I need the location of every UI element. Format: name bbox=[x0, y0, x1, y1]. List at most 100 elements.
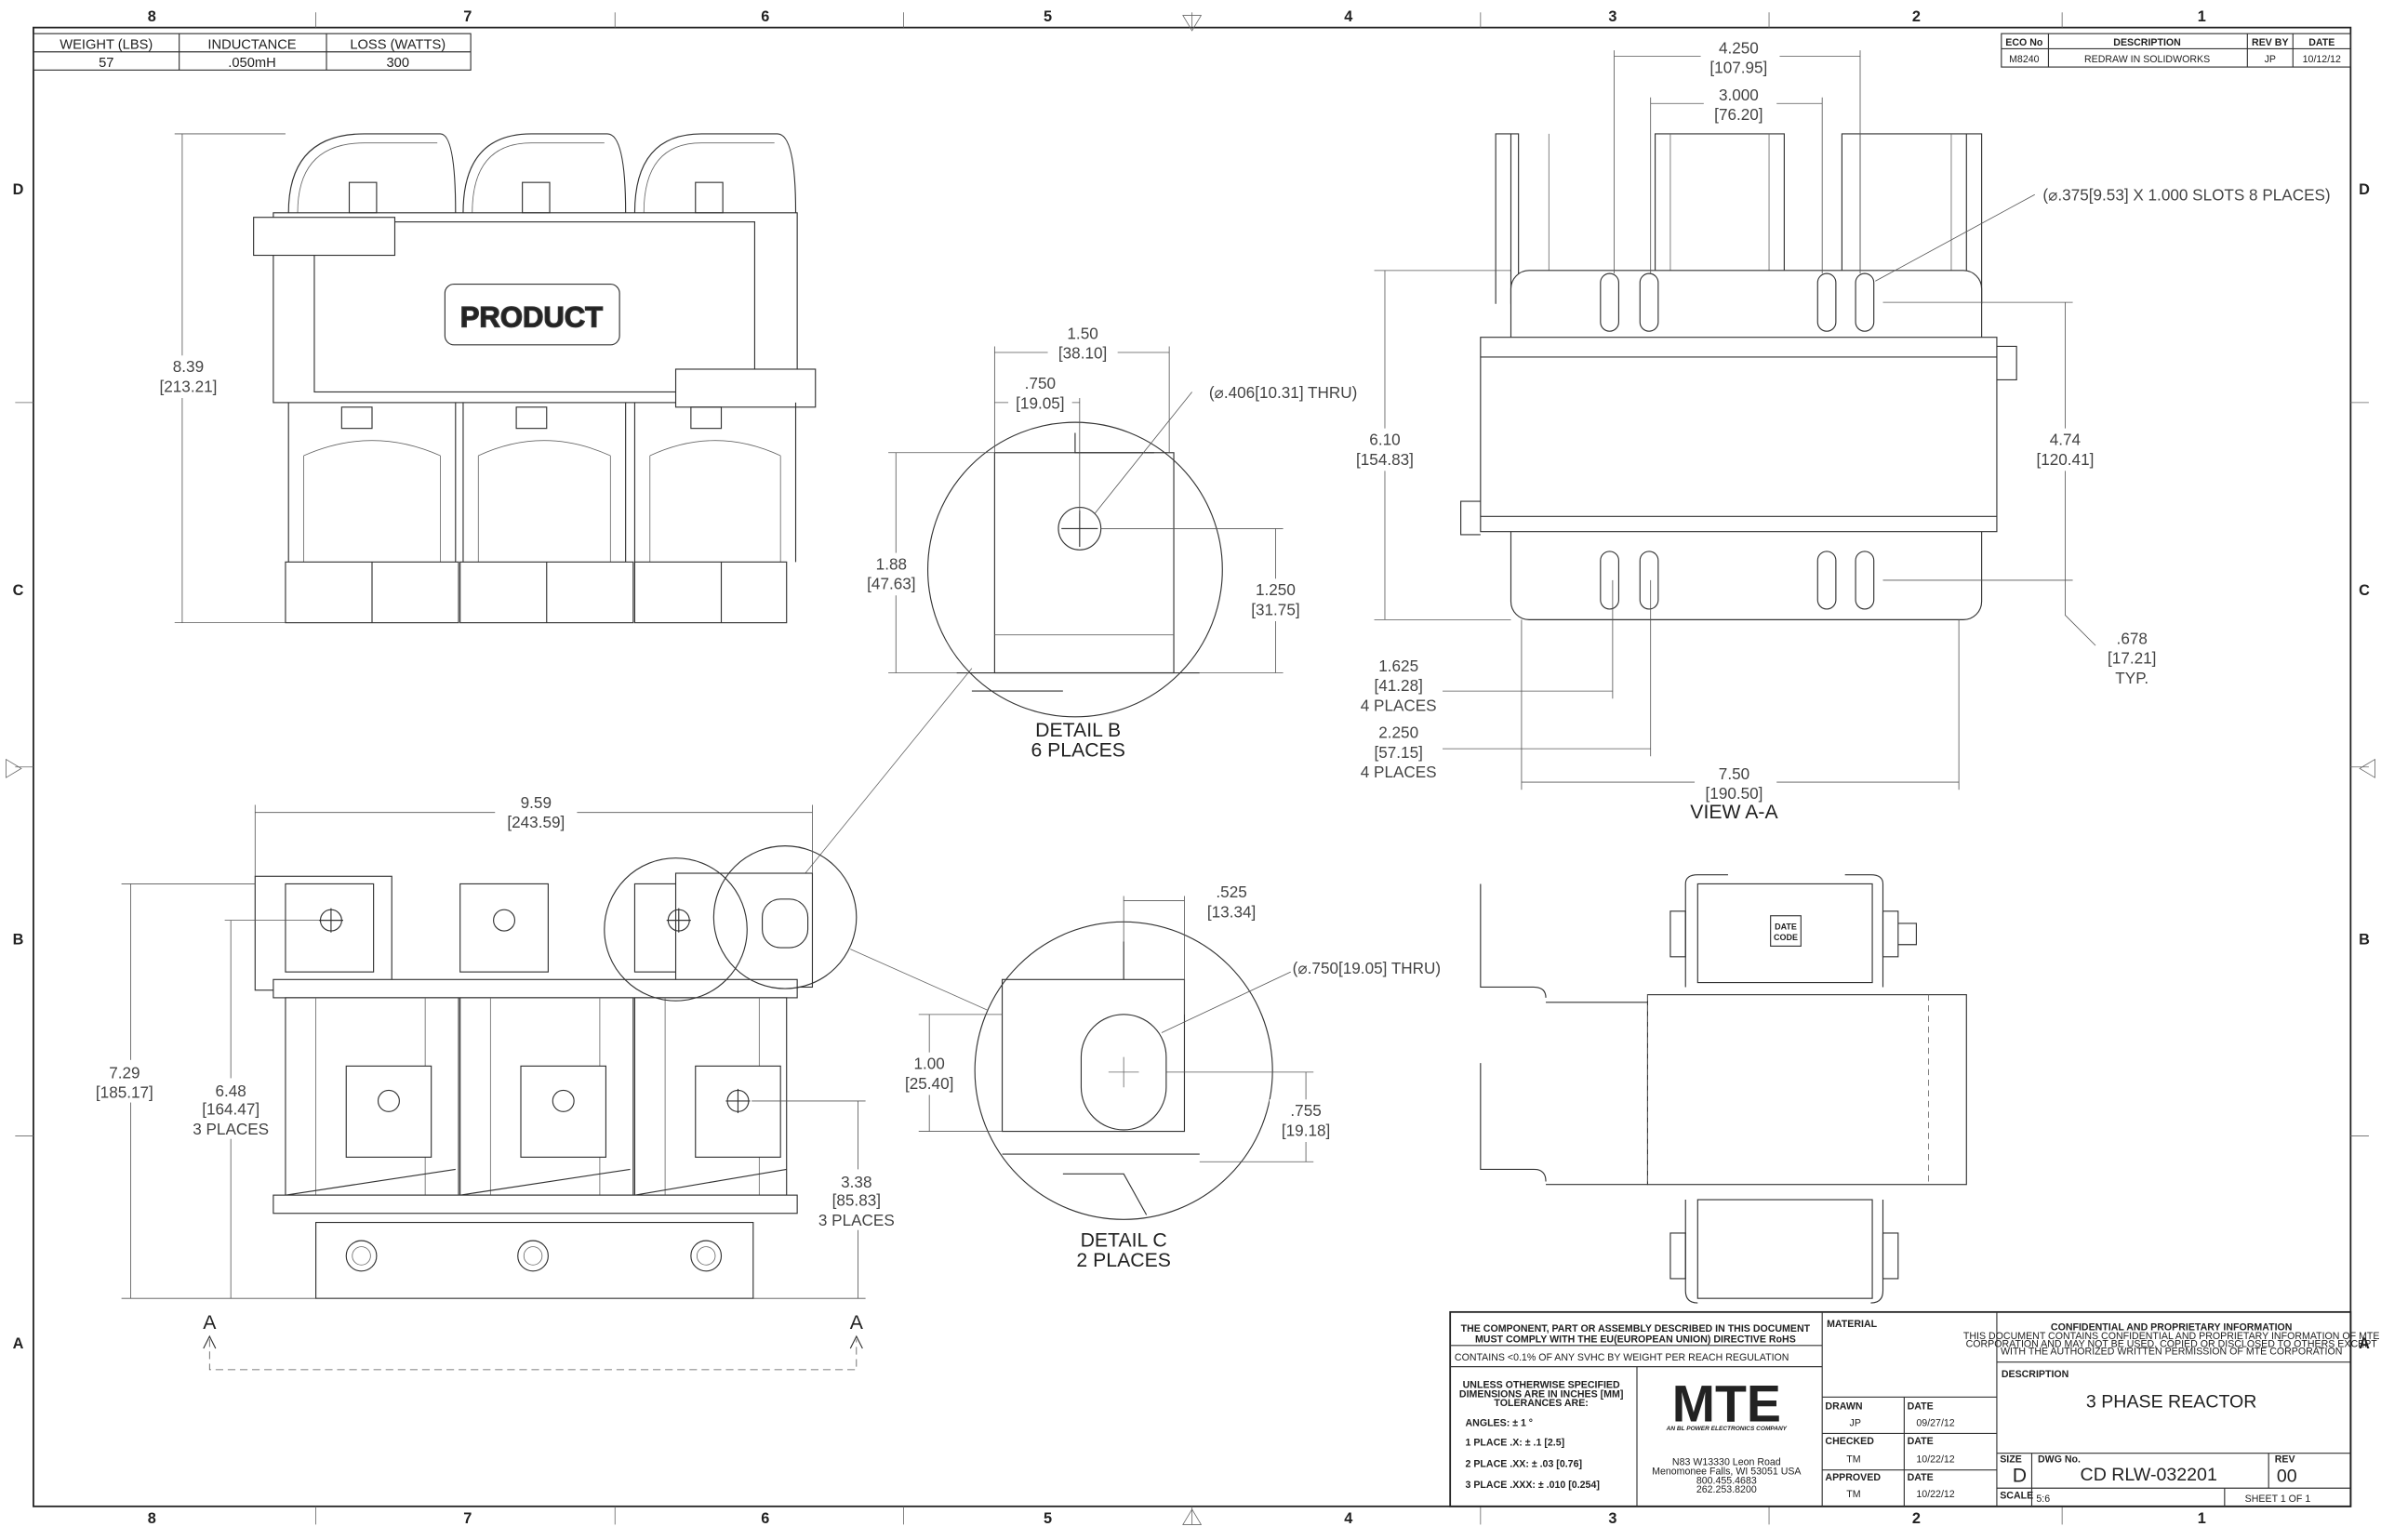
svg-text:REDRAW IN SOLIDWORKS: REDRAW IN SOLIDWORKS bbox=[2084, 54, 2210, 65]
detail-b-leader bbox=[774, 668, 973, 912]
section-line-a-a: A A bbox=[203, 1312, 864, 1371]
product-label: PRODUCT bbox=[460, 300, 603, 333]
svg-text:.755: .755 bbox=[1290, 1101, 1321, 1120]
svg-text:(⌀.750[19.05] THRU): (⌀.750[19.05] THRU) bbox=[1293, 959, 1441, 977]
svg-text:C: C bbox=[2359, 582, 2370, 599]
zone-ticks bbox=[6, 12, 2375, 1525]
svg-text:N83 W13330 Leon Road: N83 W13330 Leon Road bbox=[1672, 1457, 1781, 1468]
svg-text:D: D bbox=[13, 181, 24, 198]
svg-text:3.38: 3.38 bbox=[841, 1173, 871, 1191]
svg-text:[38.10]: [38.10] bbox=[1058, 344, 1107, 363]
svg-text:[164.47]: [164.47] bbox=[202, 1100, 259, 1119]
svg-text:[47.63]: [47.63] bbox=[867, 575, 915, 593]
detail-c: DETAIL C2 PLACES .525[13.34] (⌀.750[19.0… bbox=[896, 881, 1441, 1271]
slots bbox=[1600, 272, 1875, 610]
svg-text:2 PLACES: 2 PLACES bbox=[1076, 1250, 1170, 1271]
svg-text:300: 300 bbox=[386, 56, 409, 71]
svg-text:D: D bbox=[2013, 1466, 2027, 1487]
svg-text:8: 8 bbox=[148, 8, 156, 25]
svg-text:(⌀.375[9.53] X 1.000 SLOTS 8 P: (⌀.375[9.53] X 1.000 SLOTS 8 PLACES) bbox=[2042, 186, 2330, 205]
svg-text:ANGLES: ± 1 °: ANGLES: ± 1 ° bbox=[1466, 1417, 1534, 1428]
svg-text:REV BY: REV BY bbox=[2252, 37, 2289, 48]
svg-text:DETAIL C: DETAIL C bbox=[1081, 1230, 1167, 1252]
svg-text:5: 5 bbox=[1044, 8, 1052, 25]
view-a-a: VIEW A-A 4.250[107.95] 3.000[76.20] (⌀.3… bbox=[1348, 38, 2331, 823]
svg-text:3 PHASE REACTOR: 3 PHASE REACTOR bbox=[2086, 1392, 2257, 1413]
svg-text:2: 2 bbox=[1912, 8, 1921, 25]
svg-text:1.00: 1.00 bbox=[914, 1055, 945, 1073]
svg-text:3 PLACE .XXX: ± .010 [0.254]: 3 PLACE .XXX: ± .010 [0.254] bbox=[1466, 1480, 1600, 1491]
front-view: PRODUCT bbox=[253, 133, 817, 624]
svg-text:CHECKED: CHECKED bbox=[1825, 1436, 1874, 1447]
svg-text:[76.20]: [76.20] bbox=[1714, 105, 1762, 124]
svg-text:WEIGHT (LBS): WEIGHT (LBS) bbox=[60, 37, 153, 52]
svg-text:C: C bbox=[13, 582, 24, 599]
svg-text:DATE: DATE bbox=[1775, 922, 1797, 931]
svg-text:7: 7 bbox=[463, 1510, 472, 1527]
svg-text:.525: .525 bbox=[1216, 883, 1246, 901]
svg-text:262.253.8200: 262.253.8200 bbox=[1696, 1484, 1757, 1495]
svg-text:WITH THE AUTHORIZED WRITTEN PE: WITH THE AUTHORIZED WRITTEN PERMISSION O… bbox=[2001, 1347, 2342, 1358]
svg-text:DIMENSIONS ARE IN INCHES [MM]: DIMENSIONS ARE IN INCHES [MM] bbox=[1459, 1388, 1623, 1400]
svg-text:ECO No: ECO No bbox=[2005, 37, 2043, 48]
svg-text:DATE: DATE bbox=[1908, 1472, 1934, 1483]
svg-text:57: 57 bbox=[99, 56, 113, 71]
side-view bbox=[254, 845, 858, 1299]
svg-text:THE COMPONENT, PART OR ASSEMBL: THE COMPONENT, PART OR ASSEMBLY DESCRIBE… bbox=[1461, 1323, 1811, 1334]
svg-text:[25.40]: [25.40] bbox=[905, 1074, 953, 1093]
svg-text:DATE: DATE bbox=[1908, 1436, 1934, 1447]
svg-text:4.74: 4.74 bbox=[2050, 431, 2082, 449]
svg-text:A: A bbox=[2359, 1335, 2370, 1352]
mte-logo: MTE bbox=[1672, 1374, 1781, 1432]
svg-text:B: B bbox=[13, 932, 24, 949]
svg-text:D: D bbox=[2359, 181, 2370, 198]
svg-text:4: 4 bbox=[1344, 8, 1352, 25]
svg-text:1.625: 1.625 bbox=[1378, 657, 1418, 675]
svg-text:SHEET 1 OF 1: SHEET 1 OF 1 bbox=[2245, 1494, 2311, 1505]
svg-text:A: A bbox=[203, 1312, 217, 1334]
svg-text:[19.18]: [19.18] bbox=[1282, 1121, 1330, 1139]
svg-text:CORPORATION AND MAY NOT BE USE: CORPORATION AND MAY NOT BE USED, COPIED … bbox=[1966, 1338, 2378, 1349]
end-view: DATE CODE bbox=[1480, 874, 1967, 1304]
svg-text:TOLERANCES ARE:: TOLERANCES ARE: bbox=[1494, 1398, 1588, 1409]
svg-text:SCALE: SCALE bbox=[2000, 1491, 2033, 1502]
svg-text:CONFIDENTIAL AND PROPRIETARY I: CONFIDENTIAL AND PROPRIETARY INFORMATION bbox=[2051, 1321, 2293, 1333]
svg-text:.050mH: .050mH bbox=[228, 56, 275, 71]
svg-text:[185.17]: [185.17] bbox=[96, 1083, 153, 1102]
svg-text:8: 8 bbox=[148, 1510, 156, 1527]
svg-text:4.250: 4.250 bbox=[1719, 38, 1759, 57]
svg-text:4: 4 bbox=[1344, 1510, 1352, 1527]
svg-text:3.000: 3.000 bbox=[1719, 86, 1759, 104]
svg-text:00: 00 bbox=[2277, 1467, 2297, 1487]
svg-text:[85.83]: [85.83] bbox=[832, 1191, 881, 1210]
svg-text:6.48: 6.48 bbox=[215, 1082, 246, 1100]
svg-text:6 PLACES: 6 PLACES bbox=[1031, 739, 1124, 761]
dim-side: 9.59[243.59] 7.29[185.17] 6.48[164.47]3 … bbox=[90, 790, 899, 1299]
svg-text:800.455.4683: 800.455.4683 bbox=[1696, 1475, 1757, 1486]
svg-text:4 PLACES: 4 PLACES bbox=[1361, 763, 1437, 781]
dim-front-height: 8.39[213.21] bbox=[152, 133, 286, 624]
svg-text:INDUCTANCE: INDUCTANCE bbox=[207, 37, 296, 52]
svg-text:UNLESS OTHERWISE SPECIFIED: UNLESS OTHERWISE SPECIFIED bbox=[1463, 1379, 1620, 1390]
svg-text:JP: JP bbox=[1850, 1417, 1861, 1428]
svg-text:Menomonee Falls, WI 53051 USA: Menomonee Falls, WI 53051 USA bbox=[1652, 1467, 1802, 1478]
svg-text:1: 1 bbox=[2198, 1510, 2206, 1527]
svg-text:MATERIAL: MATERIAL bbox=[1827, 1319, 1878, 1330]
svg-text:[19.05]: [19.05] bbox=[1016, 393, 1064, 412]
svg-text:2.250: 2.250 bbox=[1378, 724, 1418, 742]
title-block: THE COMPONENT, PART OR ASSEMBLY DESCRIBE… bbox=[1449, 1310, 2379, 1507]
svg-text:B: B bbox=[2359, 932, 2370, 949]
svg-text:[213.21]: [213.21] bbox=[159, 377, 217, 395]
svg-text:09/27/12: 09/27/12 bbox=[1916, 1417, 1954, 1428]
detail-c-leader bbox=[850, 949, 988, 1011]
specs-table: WEIGHT (LBS) INDUCTANCE LOSS (WATTS) 57 .05… bbox=[33, 33, 472, 71]
svg-text:M8240: M8240 bbox=[2009, 54, 2040, 65]
svg-text:.750: .750 bbox=[1025, 374, 1056, 392]
svg-text:DESCRIPTION: DESCRIPTION bbox=[2113, 37, 2181, 48]
svg-text:3 PLACES: 3 PLACES bbox=[818, 1211, 895, 1229]
svg-text:7.29: 7.29 bbox=[109, 1063, 140, 1082]
svg-text:LOSS (WATTS): LOSS (WATTS) bbox=[350, 37, 446, 52]
svg-text:6: 6 bbox=[761, 8, 769, 25]
